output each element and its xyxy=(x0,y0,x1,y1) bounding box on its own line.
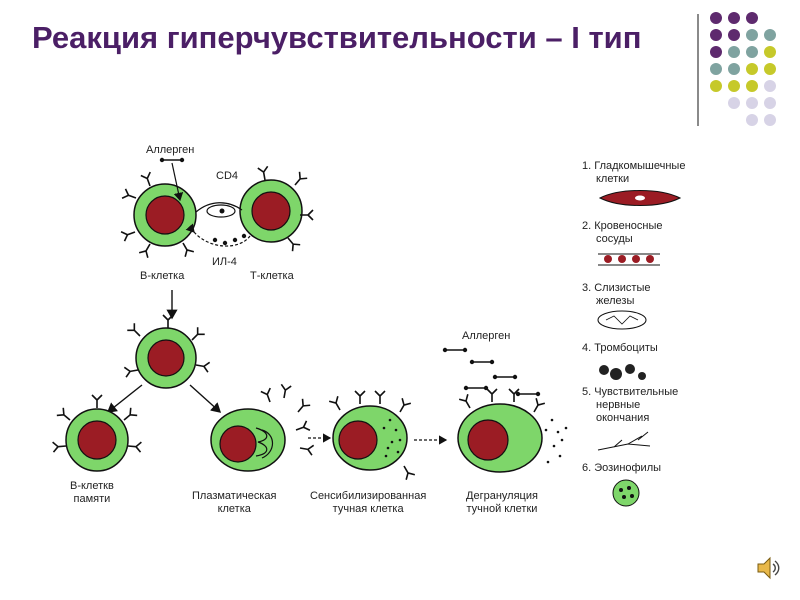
legend-text: 4. Тромбоциты xyxy=(582,342,658,354)
memory-b-cell xyxy=(51,394,143,472)
allergen-label-top: Аллерген xyxy=(146,144,195,156)
speaker-icon[interactable] xyxy=(755,555,781,581)
legend-text: железы xyxy=(596,295,635,307)
dot xyxy=(746,29,758,41)
degranulating-mast-cell xyxy=(457,388,568,473)
dot xyxy=(746,114,758,126)
slide-title: Реакция гиперчувствительности – I тип xyxy=(32,20,642,55)
smooth-muscle-icon xyxy=(598,190,682,206)
il4-label: ИЛ-4 xyxy=(212,256,237,268)
dot xyxy=(764,46,776,58)
dot xyxy=(746,97,758,109)
cd4-interaction xyxy=(185,202,251,247)
eosinophil-icon xyxy=(612,479,640,507)
legend-item-blood-vessels: 2. Кровеносные сосуды xyxy=(582,220,663,246)
dot xyxy=(728,29,740,41)
plasma-cell-label: Плазматическая клетка xyxy=(192,490,276,516)
cd4-label: CD4 xyxy=(216,170,239,182)
dot xyxy=(728,80,740,92)
mucous-gland-icon xyxy=(597,310,647,330)
legend-text: 2. Кровеносные xyxy=(582,220,663,232)
memory-b-label-line2: памяти xyxy=(73,493,111,505)
dot xyxy=(746,12,758,24)
plasma-cell xyxy=(210,408,286,472)
dot xyxy=(764,97,776,109)
degranulation-label: Дегрануляция тучной клетки xyxy=(466,490,538,516)
b-cell-label: В-клетка xyxy=(140,270,185,282)
legend-item-nerve-endings: 5. Чувствительные нервные окончания xyxy=(582,386,678,425)
dot xyxy=(710,29,722,41)
dot xyxy=(710,46,722,58)
dot xyxy=(710,12,722,24)
t-cell xyxy=(239,165,314,252)
legend-item-smooth-muscle: 1. Гладкомышечные клетки xyxy=(582,160,685,186)
dot xyxy=(746,80,758,92)
sensitized-label-line2: тучная клетка xyxy=(332,503,404,515)
dot xyxy=(728,63,740,75)
degran-label-line1: Дегрануляция xyxy=(466,490,538,502)
dot xyxy=(710,63,722,75)
legend-text: нервные xyxy=(596,399,641,411)
memory-b-label: В-клеткв памяти xyxy=(70,480,114,506)
legend-item-mucous-glands: 3. Слизистые железы xyxy=(582,282,651,308)
degran-label-line2: тучной клетки xyxy=(466,503,538,515)
allergen-label-right: Аллерген xyxy=(462,330,511,342)
dot xyxy=(764,63,776,75)
dot xyxy=(710,80,722,92)
t-cell-label: Т-клетка xyxy=(250,270,294,282)
dot xyxy=(764,80,776,92)
dot xyxy=(728,46,740,58)
sensitized-mast-cell xyxy=(328,390,416,481)
sensitized-label-line1: Сенсибилизированная xyxy=(310,490,427,502)
dot xyxy=(764,114,776,126)
decorative-dot-grid xyxy=(708,12,798,132)
legend-text: сосуды xyxy=(596,233,633,245)
b-cell-activated xyxy=(123,314,211,389)
dot xyxy=(764,29,776,41)
legend-text: 3. Слизистые xyxy=(582,282,651,294)
legend-text: 5. Чувствительные xyxy=(582,386,679,398)
legend-text: клетки xyxy=(596,173,630,185)
platelets-icon xyxy=(599,364,646,380)
plasma-label-line1: Плазматическая xyxy=(192,490,277,502)
legend-text: 6. Эозинофилы xyxy=(582,462,662,474)
dot xyxy=(728,97,740,109)
nerve-ending-icon xyxy=(597,431,651,451)
dot xyxy=(746,63,758,75)
legend-item-eosinophils: 6. Эозинофилы xyxy=(582,462,661,475)
memory-b-label-line1: В-клеткв xyxy=(70,480,114,492)
dot xyxy=(728,12,740,24)
b-cell xyxy=(120,171,197,259)
legend-text: окончания xyxy=(596,412,650,424)
divider-line xyxy=(697,14,699,126)
blood-vessel-icon xyxy=(598,253,660,266)
plasma-label-line2: клетка xyxy=(217,503,251,515)
legend-text: 1. Гладкомышечные xyxy=(582,160,686,172)
sensitized-mast-cell-label: Сенсибилизированная тучная клетка xyxy=(310,490,426,516)
legend-item-platelets: 4. Тромбоциты xyxy=(582,342,658,355)
dot xyxy=(746,46,758,58)
